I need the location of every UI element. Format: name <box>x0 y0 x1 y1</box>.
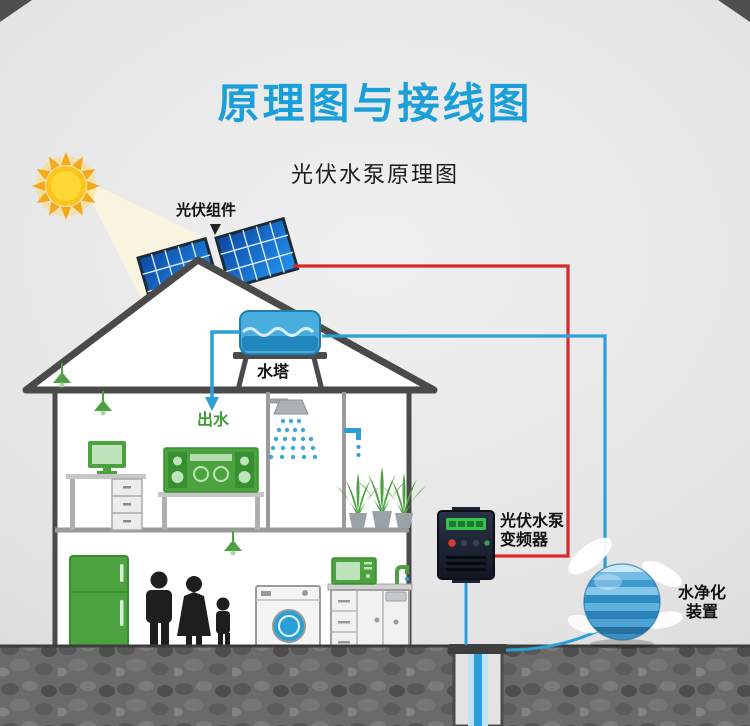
desk-computer <box>66 441 146 531</box>
microwave <box>331 557 377 585</box>
water-purifier <box>567 537 683 649</box>
pipe-water-outlet <box>205 330 240 411</box>
family-silhouettes <box>146 571 230 651</box>
wall-faucet <box>344 428 361 457</box>
label-water-outlet: 出水 <box>197 412 230 429</box>
sun-beam <box>80 178 210 304</box>
pv-label-arrow-icon <box>210 224 221 235</box>
label-water-tower: 水塔 <box>257 364 290 381</box>
outlet-arrow-icon <box>205 397 219 411</box>
refrigerator <box>69 555 129 654</box>
dc-power-wire-red <box>293 264 570 558</box>
man-silhouette <box>146 571 172 651</box>
shower-spray <box>268 418 318 460</box>
pipe-tower-to-purifier <box>322 334 607 572</box>
child-silhouette <box>216 597 230 651</box>
water-tower <box>233 310 327 391</box>
label-inverter: 光伏水泵 变频器 <box>500 512 564 550</box>
ground <box>0 646 750 726</box>
corner-decoration-left <box>0 0 32 22</box>
label-inverter-line2: 变频器 <box>500 532 549 549</box>
roof <box>22 256 438 394</box>
label-purifier: 水净化 装置 <box>674 584 730 622</box>
sun-icon <box>32 152 100 220</box>
label-purifier-line1: 水净化 <box>677 585 726 602</box>
monitor-icon <box>88 441 126 474</box>
petal-decoration <box>568 537 612 575</box>
diagram-subtitle: 光伏水泵原理图 <box>290 162 459 187</box>
inverter-stop-button <box>448 539 456 547</box>
corner-decoration-right <box>718 0 750 22</box>
inverter-run-button <box>484 540 490 546</box>
washing-machine <box>255 585 321 654</box>
inverter-box <box>437 507 495 583</box>
well-borehole <box>448 644 508 726</box>
shower <box>268 398 318 460</box>
petal-decoration <box>642 560 682 588</box>
page-title: 原理图与接线图 <box>217 80 533 127</box>
label-pv-module: 光伏组件 <box>176 202 237 219</box>
woman-silhouette <box>177 576 211 651</box>
label-purifier-line2: 装置 <box>685 604 718 621</box>
kitchen-faucet-icon <box>395 565 409 584</box>
label-inverter-line1: 光伏水泵 <box>500 513 565 530</box>
stereo-system <box>158 447 264 530</box>
kitchen-sink <box>385 591 407 602</box>
